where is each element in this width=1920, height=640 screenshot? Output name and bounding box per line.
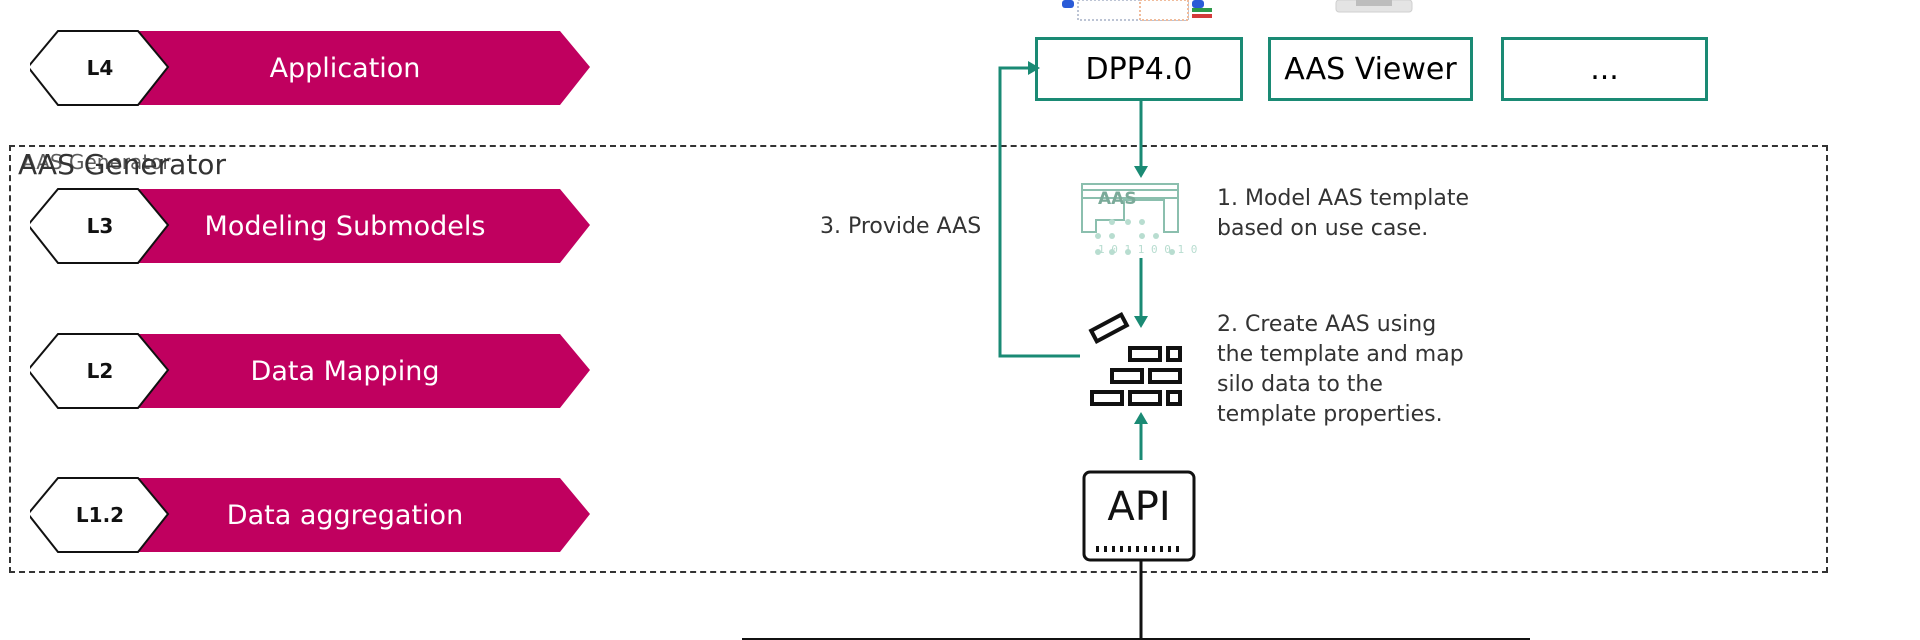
provide-aas-label: 3. Provide AAS (820, 214, 982, 239)
layer-arrow-shape (30, 188, 590, 264)
step-create-line-4: template properties. (1217, 402, 1443, 427)
layer-label: Application (269, 52, 421, 84)
step-create-line-1: 2. Create AAS using (1217, 312, 1437, 337)
layer-id: L3 (86, 214, 114, 238)
aas-icon-label: AAS (1098, 189, 1137, 209)
step-create-line-3: silo data to the (1217, 372, 1383, 397)
aas-generator-box (9, 145, 1828, 573)
layer-id: L4 (86, 56, 114, 80)
layer-arrow-shape (30, 333, 590, 409)
layer-arrow-shape (30, 30, 590, 106)
step-model-line-1: 1. Model AAS template (1217, 186, 1470, 211)
layer-row-l3: L3 Modeling Submodels (30, 187, 590, 265)
layer-id: L2 (86, 359, 114, 383)
api-icon-label: API (1107, 484, 1171, 530)
step-model-line-2: based on use case. (1217, 216, 1429, 241)
layer-label: Data Mapping (250, 355, 440, 387)
step-create-line-2: the template and map (1217, 342, 1464, 367)
bricks-icon (1088, 312, 1182, 406)
layer-row-l4: L4 Application (30, 29, 590, 107)
app-box-dpp[interactable]: DPP4.0 (1035, 37, 1243, 101)
viewer-thumbnail-icon (1335, 0, 1413, 13)
app-box-aas-viewer[interactable]: AAS Viewer (1268, 37, 1473, 101)
layer-id: L1.2 (75, 503, 125, 527)
aas-icon-digits: 1 0 1 1 0 0 1 0 (1098, 243, 1198, 256)
layer-label: Modeling Submodels (204, 210, 486, 242)
api-icon (1082, 470, 1196, 562)
aas-generator-title-ghost: AAS Generator (22, 150, 171, 174)
layer-row-l2: L2 Data Mapping (30, 332, 590, 410)
aas-generator-title: AAS Generator (18, 148, 226, 181)
document-thumbnail-icon (1062, 0, 1212, 21)
layer-arrow-shape (30, 477, 590, 553)
layer-row-l1-2: L1.2 Data aggregation (30, 476, 590, 554)
layer-label: Data aggregation (226, 499, 464, 531)
aas-template-icon (1081, 183, 1179, 255)
app-box-more[interactable]: ... (1501, 37, 1708, 101)
